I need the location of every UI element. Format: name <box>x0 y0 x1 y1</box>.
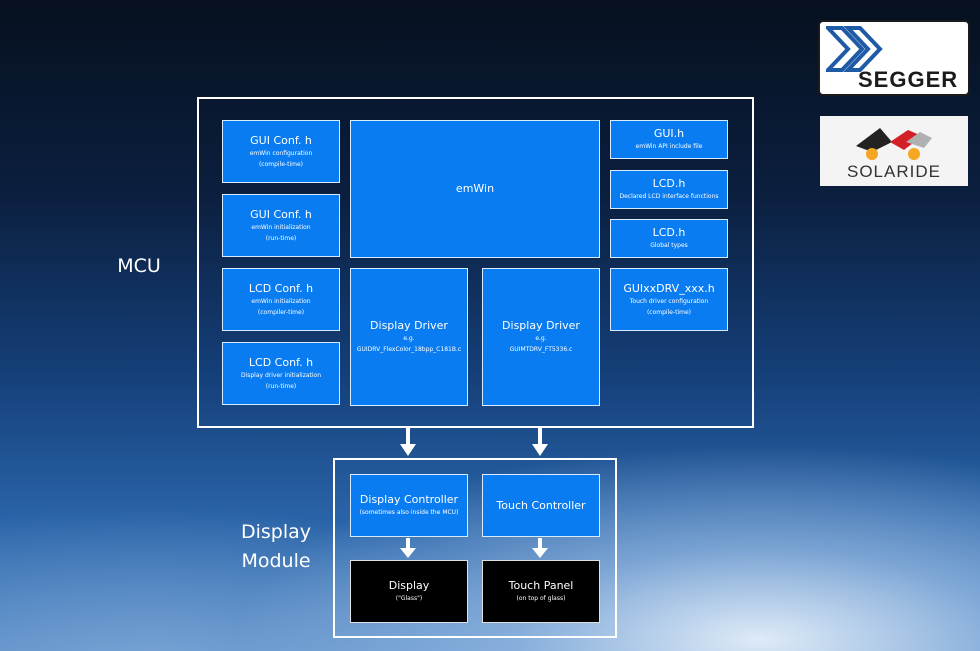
block-note: (run-time) <box>265 382 297 390</box>
lcd-h-functions-block: LCD.h Declared LCD interface functions <box>610 170 728 209</box>
block-subtitle: emWin configuration <box>249 149 313 157</box>
display-driver-block: Display Driver e.g. GUIDRV_FlexColor_18b… <box>350 268 468 406</box>
solaride-logo: SOLARIDE <box>820 116 968 186</box>
block-subtitle: (sometimes also inside the MCU) <box>359 509 459 516</box>
gui-conf-runtime-block: GUI Conf. h emWin initialization (run-ti… <box>222 194 340 257</box>
touch-controller-block: Touch Controller <box>482 474 600 537</box>
block-title: LCD.h <box>652 226 686 239</box>
block-title: GUI.h <box>653 127 685 140</box>
block-subtitle: Global types <box>650 242 688 249</box>
block-note: (compile-time) <box>646 308 692 316</box>
lcd-conf-runtime-block: LCD Conf. h Display driver initializatio… <box>222 342 340 405</box>
block-note: (run-time) <box>265 234 297 242</box>
mcu-to-display-arrows <box>400 427 548 456</box>
arrow-down-icon <box>532 538 548 558</box>
solaride-car-icon <box>856 128 932 160</box>
block-subtitle: e.g. <box>403 335 415 342</box>
block-note: (compiler-time) <box>257 308 305 316</box>
block-title: GUIxxDRV_xxx.h <box>623 281 715 295</box>
block-title: GUI Conf. h <box>250 133 312 147</box>
display-module-label-line1: Display <box>240 521 312 543</box>
block-subtitle: ("Glass") <box>395 595 423 602</box>
touch-driver-block: Display Driver e.g. GUIMTDRV_FT5336.c <box>482 268 600 406</box>
lcd-conf-compile-block: LCD Conf. h emWin initialization (compil… <box>222 268 340 331</box>
block-title: LCD Conf. h <box>248 355 314 369</box>
block-subtitle: Touch driver configuration <box>629 297 709 305</box>
block-title: Display Driver <box>502 319 580 332</box>
block-title: Touch Panel <box>508 579 574 592</box>
arrow-down-icon <box>532 427 548 456</box>
display-module-label: Display Module <box>236 518 316 576</box>
block-title: Display <box>388 579 430 592</box>
block-subtitle: e.g. <box>535 335 547 342</box>
block-title: emWin <box>455 182 495 195</box>
block-title: Display Driver <box>370 319 448 332</box>
mcu-label: MCU <box>117 255 161 277</box>
display-module-label-line2: Module <box>241 550 311 572</box>
touch-panel-block: Touch Panel (on top of glass) <box>482 560 600 623</box>
block-note: (compile-time) <box>258 160 304 168</box>
controller-to-panel-arrows <box>400 538 548 558</box>
block-note: GUIDRV_FlexColor_18bpp_C181B.c <box>356 346 462 353</box>
gui-h-block: GUI.h emWin API include file <box>610 120 728 159</box>
block-title: LCD.h <box>652 177 686 190</box>
block-subtitle: emWin initialization <box>251 297 311 305</box>
block-subtitle: Declared LCD interface functions <box>619 193 719 200</box>
segger-logo: SEGGER <box>818 20 970 96</box>
block-subtitle: (on top of glass) <box>516 595 566 602</box>
lcd-h-types-block: LCD.h Global types <box>610 219 728 258</box>
segger-chevron-icon <box>826 26 883 72</box>
display-glass-block: Display ("Glass") <box>350 560 468 623</box>
emwin-block: emWin <box>350 120 600 258</box>
block-title: Touch Controller <box>496 498 586 512</box>
block-title: Display Controller <box>359 493 459 506</box>
block-subtitle: emWin initialization <box>251 223 311 231</box>
arrow-down-icon <box>400 538 416 558</box>
arrow-down-icon <box>400 427 416 456</box>
block-note: GUIMTDRV_FT5336.c <box>509 346 573 353</box>
block-title: GUI Conf. h <box>250 207 312 221</box>
segger-wordmark: SEGGER <box>858 67 959 92</box>
block-subtitle: emWin API include file <box>635 143 703 150</box>
display-module-frame <box>333 458 617 638</box>
mcu-frame <box>197 97 754 428</box>
display-controller-block: Display Controller (sometimes also insid… <box>350 474 468 537</box>
solaride-wordmark: SOLARIDE <box>847 162 941 181</box>
guixxdrv-block: GUIxxDRV_xxx.h Touch driver configuratio… <box>610 268 728 331</box>
block-title: LCD Conf. h <box>248 281 314 295</box>
block-subtitle: Display driver initialization <box>240 371 322 379</box>
gui-conf-compile-block: GUI Conf. h emWin configuration (compile… <box>222 120 340 183</box>
